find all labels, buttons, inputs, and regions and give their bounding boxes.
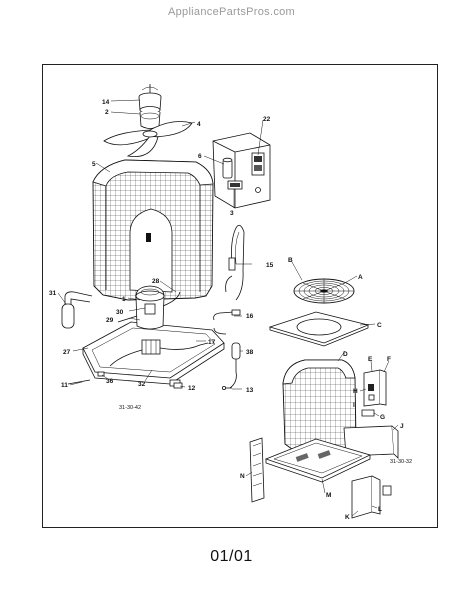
callout-12: 12 [188,385,196,392]
callout-H: H [353,388,358,395]
callout-13: 13 [246,387,254,394]
callout-F: F [387,356,391,363]
callout-I: I [353,402,355,409]
callout-6: 6 [198,153,202,160]
callout-29: 29 [106,317,114,324]
callout-2: 2 [105,109,109,116]
callout-11: 11 [61,382,68,389]
callout-38: 38 [246,349,254,356]
callout-16: 16 [246,313,254,320]
fan-motor-part [138,84,162,129]
callout-5: 5 [92,161,96,168]
diagram-code-right: 31-30-32 [390,459,412,465]
callout-22: 22 [263,116,271,123]
callout-1: 1 [122,296,126,303]
callout-14: 14 [102,99,110,106]
accumulator-part [61,291,93,329]
callout-4: 4 [197,121,201,128]
access-panel-part [343,425,399,459]
callout-C: C [377,322,382,329]
side-rail-part [249,437,265,503]
callout-K: K [345,514,350,521]
callout-L: L [378,506,382,513]
condenser-coil-right-part [282,359,357,453]
leader-lines [57,99,399,517]
callout-G: G [380,414,385,421]
callout-B: B [288,257,293,264]
callout-M: M [326,492,331,499]
control-box-part [212,132,271,209]
site-header: AppliancePartsPros.com [167,6,296,18]
callout-31: 31 [49,290,57,297]
callout-30: 30 [116,309,124,316]
diagram-code-left: 31-30-42 [119,405,141,411]
callout-32: 32 [138,381,146,388]
callout-3: 3 [230,210,234,217]
filter-drier-part [229,342,241,389]
condenser-coil-part [92,159,214,301]
callout-28: 28 [152,278,160,285]
callout-E: E [368,356,373,363]
callout-15: 15 [266,262,274,269]
fan-guard-part [293,278,355,304]
callout-N: N [240,473,245,480]
small-tubes-part [213,275,241,335]
fan-blade-part [103,121,193,157]
small-hardware-parts [67,371,232,390]
top-panel-part [268,311,370,347]
base-pan-right-part [264,438,372,483]
tubing-part [228,224,245,301]
corner-panel-part [351,475,392,519]
diagram-frame [42,64,438,528]
compressor-part [117,285,181,330]
callout-D: D [343,351,348,358]
callout-labels: 14 2 4 5 6 22 3 15 28 31 1 30 29 16 17 2… [49,99,412,521]
control-panel-cover-part [361,369,387,417]
page-number: 01/01 [210,548,253,565]
callout-A: A [358,274,363,281]
callout-36: 36 [106,378,114,385]
callout-27: 27 [63,349,71,356]
callout-J: J [400,423,404,430]
callout-17: 17 [208,339,216,346]
